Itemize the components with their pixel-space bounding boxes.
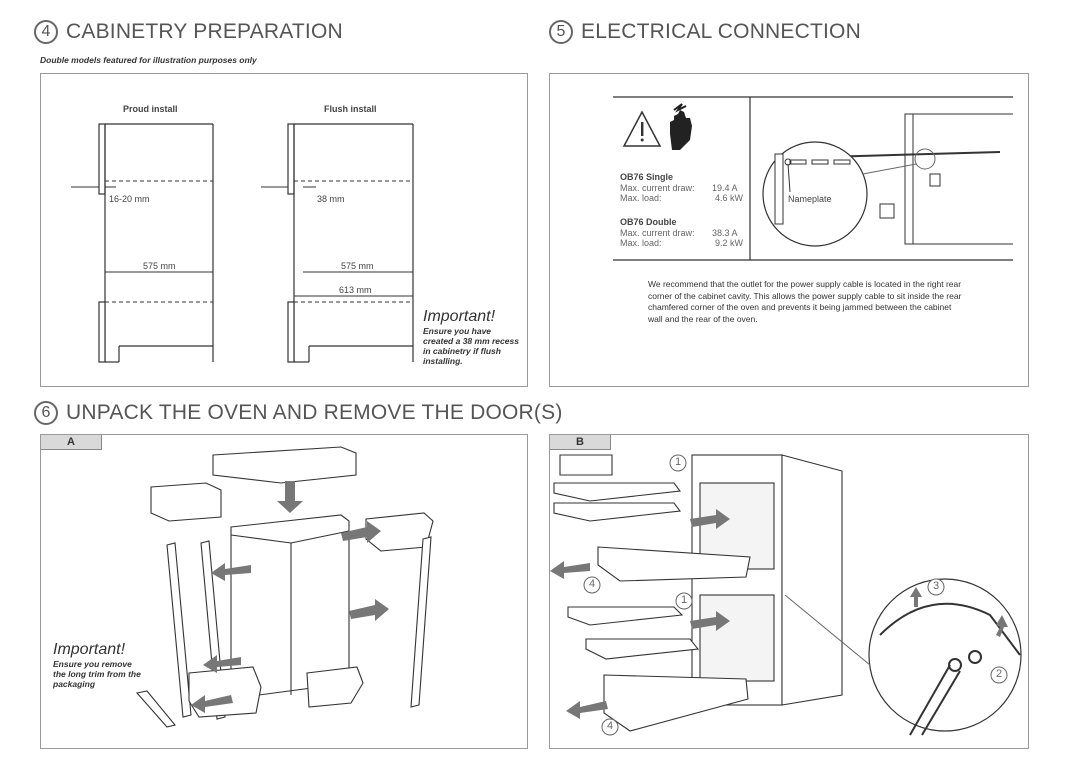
double-load-value: 9.2 kW [715, 238, 744, 248]
proud-install-label: Proud install [123, 104, 178, 114]
electrical-title: ELECTRICAL CONNECTION [581, 20, 861, 43]
proud-recess-label: 16-20 mm [109, 194, 150, 204]
cabinetry-panel: Proud install Flush install 16-20 mm 38 … [40, 73, 528, 387]
panel-a-tag: A [41, 435, 102, 450]
step-4-label-bottom: 4 [606, 720, 614, 732]
unpack-panel-a: A [40, 434, 528, 749]
section-4-title: 4 CABINETRY PREPARATION [34, 20, 343, 44]
proud-width-label: 575 mm [141, 261, 178, 271]
section-5-title: 5 ELECTRICAL CONNECTION [549, 20, 861, 44]
step-number-6: 6 [34, 401, 58, 425]
flush-recess-label: 38 mm [317, 194, 345, 204]
electrical-panel: OB76 Single Max. current draw: 19.4 A Ma… [549, 73, 1029, 387]
double-current-label: Max. current draw: [620, 228, 695, 238]
flush-width-label: 575 mm [339, 261, 376, 271]
step-1-label-top: 1 [674, 456, 682, 468]
step-2-label: 2 [995, 668, 1003, 680]
cabinetry-important-text: Ensure you have created a 38 mm recess i… [423, 326, 519, 366]
unpack-important-title: Important! [53, 641, 126, 658]
cabinetry-subtitle: Double models featured for illustration … [40, 55, 257, 65]
electrical-recommendation: We recommend that the outlet for the pow… [648, 279, 962, 324]
flush-install-label: Flush install [324, 104, 377, 114]
step-1-label-bottom: 1 [680, 594, 688, 606]
single-model-title: OB76 Single [620, 172, 674, 182]
panel-b-tag: B [550, 435, 611, 450]
step-number-4: 4 [34, 20, 58, 44]
cabinetry-title: CABINETRY PREPARATION [66, 20, 343, 43]
flush-total-label: 613 mm [337, 285, 374, 295]
unpack-diagram-b [550, 454, 1022, 736]
step-4-label-top: 4 [588, 578, 596, 590]
single-load-label: Max. load: [620, 193, 662, 203]
double-load-label: Max. load: [620, 238, 662, 248]
step-3-label: 3 [932, 580, 940, 592]
double-current-value: 38.3 A [712, 228, 738, 238]
unpack-panel-b: B [549, 434, 1029, 749]
nameplate-label: Nameplate [788, 194, 832, 204]
single-current-value: 19.4 A [712, 183, 738, 193]
double-model-title: OB76 Double [620, 217, 677, 227]
cabinetry-diagram [71, 123, 414, 363]
cabinetry-important-title: Important! [423, 308, 496, 325]
single-load-value: 4.6 kW [715, 193, 744, 203]
single-current-label: Max. current draw: [620, 183, 695, 193]
unpack-diagram-a [135, 446, 434, 728]
unpack-important-text: Ensure you remove the long trim from the… [53, 659, 141, 689]
unpack-title: UNPACK THE OVEN AND REMOVE THE DOOR(S) [66, 401, 563, 424]
section-6-title: 6 UNPACK THE OVEN AND REMOVE THE DOOR(S) [34, 401, 563, 425]
step-number-5: 5 [549, 20, 573, 44]
